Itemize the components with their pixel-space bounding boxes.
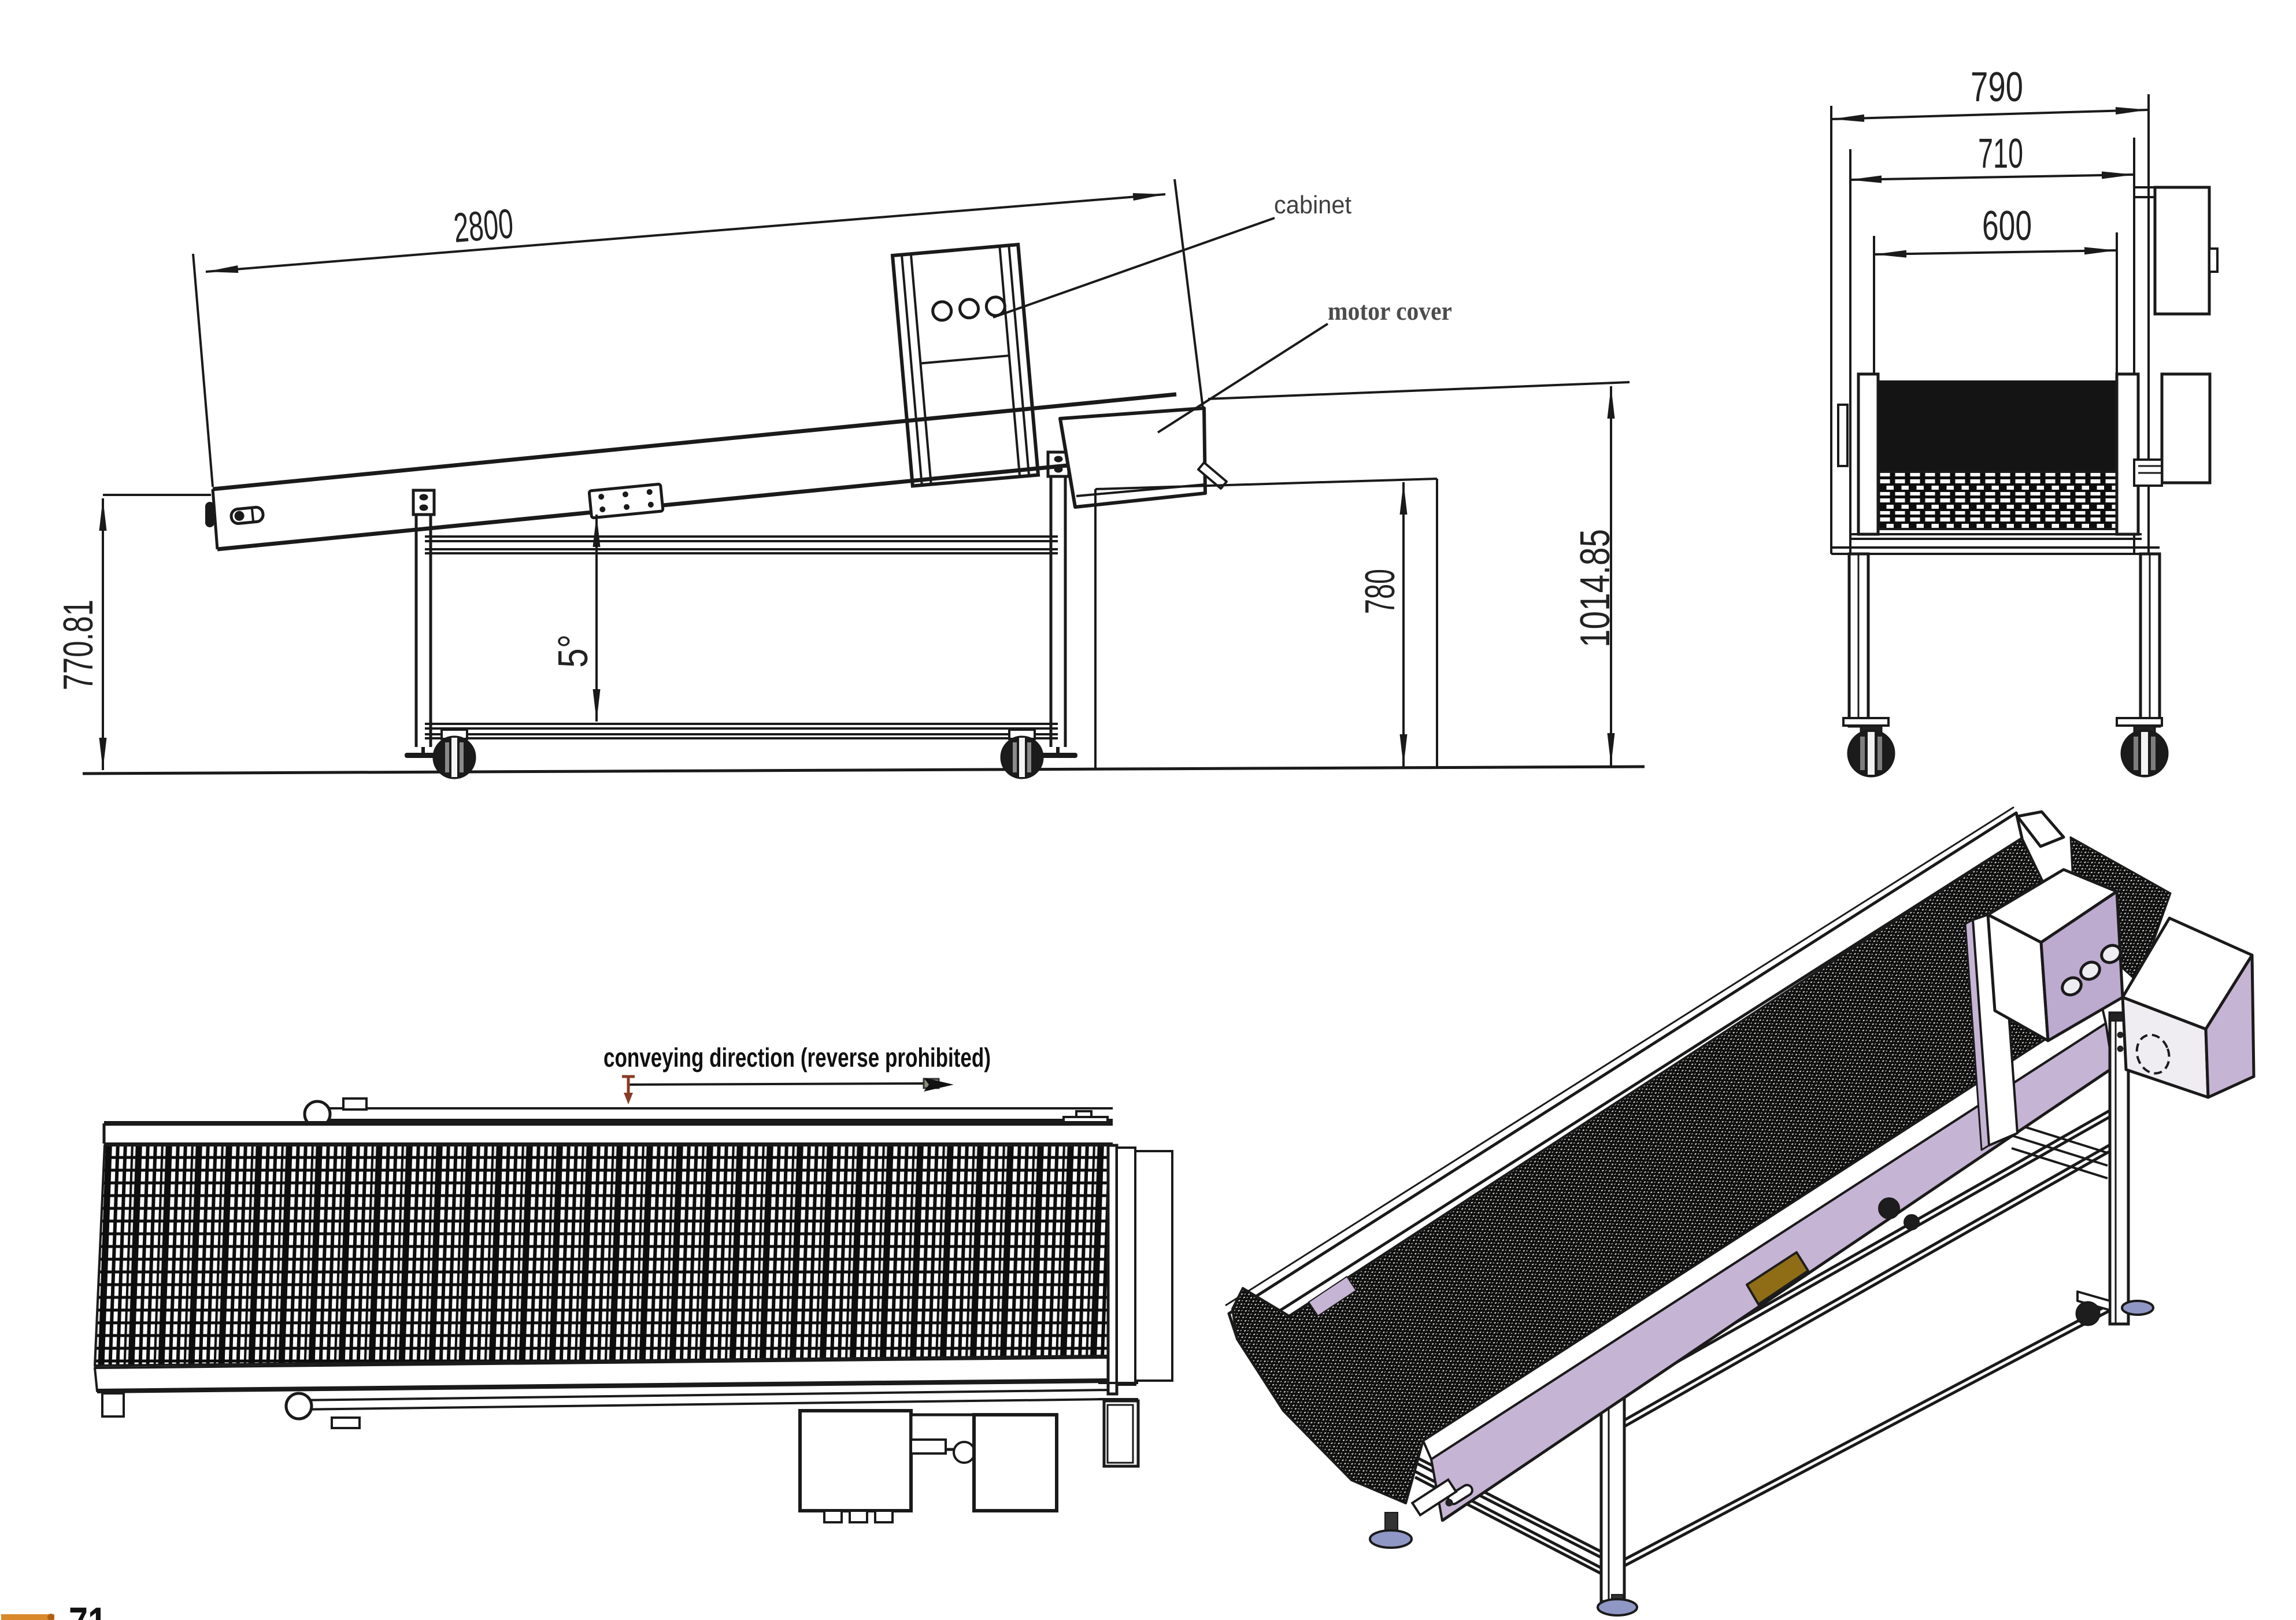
svg-text:710: 710 (1978, 131, 2023, 177)
svg-text:motor cover: motor cover (1328, 296, 1452, 326)
svg-text:conveying direction (reverse p: conveying direction (reverse prohibited) (603, 1042, 991, 1072)
svg-text:1014.85: 1014.85 (1572, 529, 1619, 648)
svg-text:790: 790 (1971, 64, 2023, 110)
svg-text:cabinet: cabinet (1274, 191, 1351, 219)
svg-text:2800: 2800 (452, 201, 515, 251)
svg-text:5°: 5° (550, 634, 597, 668)
svg-text:600: 600 (1982, 203, 2032, 249)
svg-text:780: 780 (1357, 569, 1403, 614)
svg-text:71: 71 (69, 1599, 107, 1620)
svg-text:770.81: 770.81 (55, 600, 102, 690)
